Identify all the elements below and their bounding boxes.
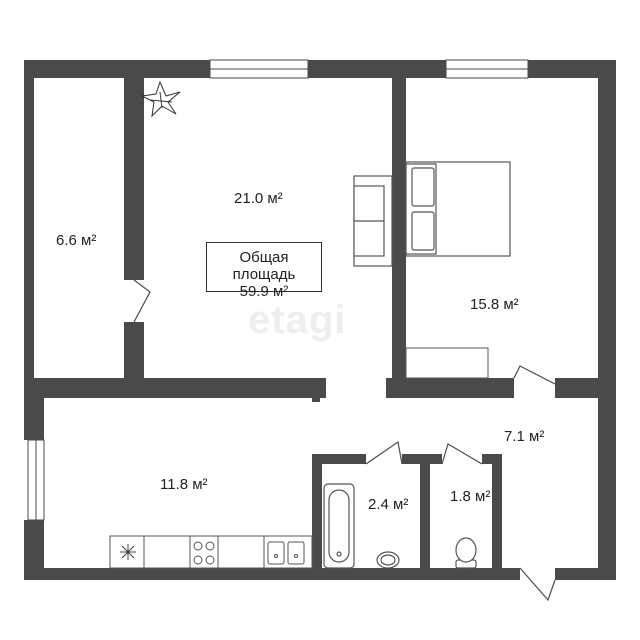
room-area-toilet: 1.8 м² (450, 488, 491, 505)
room-area-hallway: 7.1 м² (504, 428, 545, 445)
watermark: etagi (248, 298, 347, 342)
bathtub (323, 483, 355, 569)
snowflake-icon (120, 544, 136, 560)
room-area-bedroom: 15.8 м² (470, 296, 519, 313)
windows (27, 59, 529, 521)
outer-walls (24, 60, 616, 580)
wardrobe (405, 347, 489, 379)
room-area-balcony: 6.6 м² (56, 232, 97, 249)
doors (133, 279, 556, 602)
plant-icon (140, 80, 181, 118)
kitchen-counter (109, 535, 313, 569)
sofa (353, 175, 393, 267)
total-area-box: Общая площадь 59.9 м² (206, 242, 322, 300)
washbasin (376, 551, 400, 569)
total-area-title: Общая площадь (232, 249, 296, 283)
toilet (455, 537, 477, 569)
bed (405, 161, 511, 257)
room-area-kitchen: 11.8 м² (160, 476, 208, 493)
interior-walls (24, 60, 616, 580)
total-area-value: 59.9 м² (239, 283, 289, 300)
room-area-living-room: 21.0 м² (234, 190, 283, 207)
room-area-bathroom: 2.4 м² (368, 496, 409, 513)
